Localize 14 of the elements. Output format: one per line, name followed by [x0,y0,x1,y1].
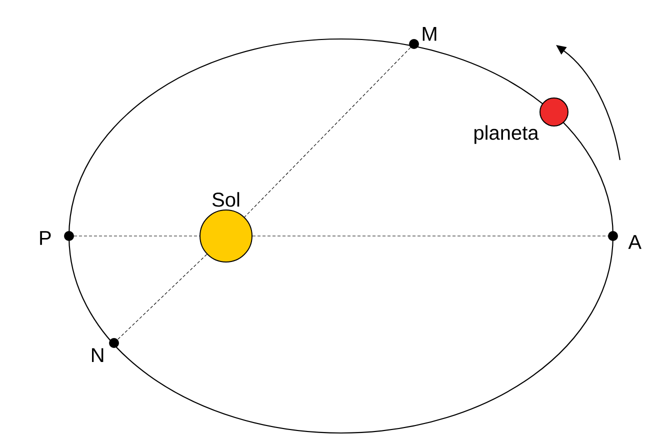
sun-circle [200,210,252,262]
point-label: P [40,231,51,245]
point-label: A [628,235,642,249]
point-label: planeta [474,125,539,144]
planet-circle [540,98,568,126]
point-label: Sol [212,192,240,207]
dashed-line [244,47,411,218]
dashed-line [117,254,208,340]
point-dot [109,338,119,348]
point-label: M [422,27,436,41]
point-dot [409,39,419,49]
point-label: N [92,348,104,362]
point-dot [608,231,618,241]
point-dot [64,231,74,241]
